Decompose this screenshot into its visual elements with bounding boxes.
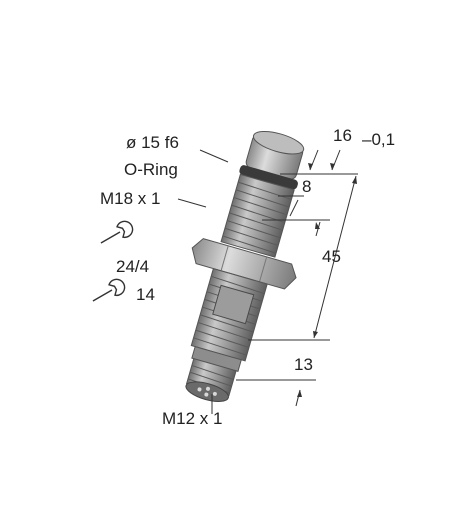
dimension-lines: [236, 149, 358, 407]
wrench-size-1-label: 24/4: [116, 257, 149, 276]
wrench-icon: [92, 278, 126, 302]
o-ring: [239, 165, 298, 190]
hex-nut: [191, 238, 297, 290]
thread-connector-label: M12 x 1: [162, 409, 222, 428]
sensor-face: [252, 130, 305, 155]
tip-tolerance-label: –0,1: [362, 130, 395, 149]
dimension-arrows: [297, 163, 357, 397]
label-flat: [212, 284, 255, 325]
connector-face: [185, 381, 229, 402]
connector-pins: [197, 386, 217, 397]
leader-lines: [177, 149, 229, 414]
thread-length-label: 45: [322, 247, 341, 266]
upper-thread: [220, 173, 295, 258]
tip-length-label: 16: [333, 126, 352, 145]
diameter-label: ø 15 f6: [126, 133, 179, 152]
wrench-icon: [100, 220, 134, 244]
head-length-label: 8: [302, 177, 311, 196]
sensor-body: [185, 130, 305, 402]
wrench-size-2-label: 14: [136, 285, 155, 304]
connector-length-label: 13: [294, 355, 313, 374]
thread-body-label: M18 x 1: [100, 189, 160, 208]
oring-label: O-Ring: [124, 160, 178, 179]
